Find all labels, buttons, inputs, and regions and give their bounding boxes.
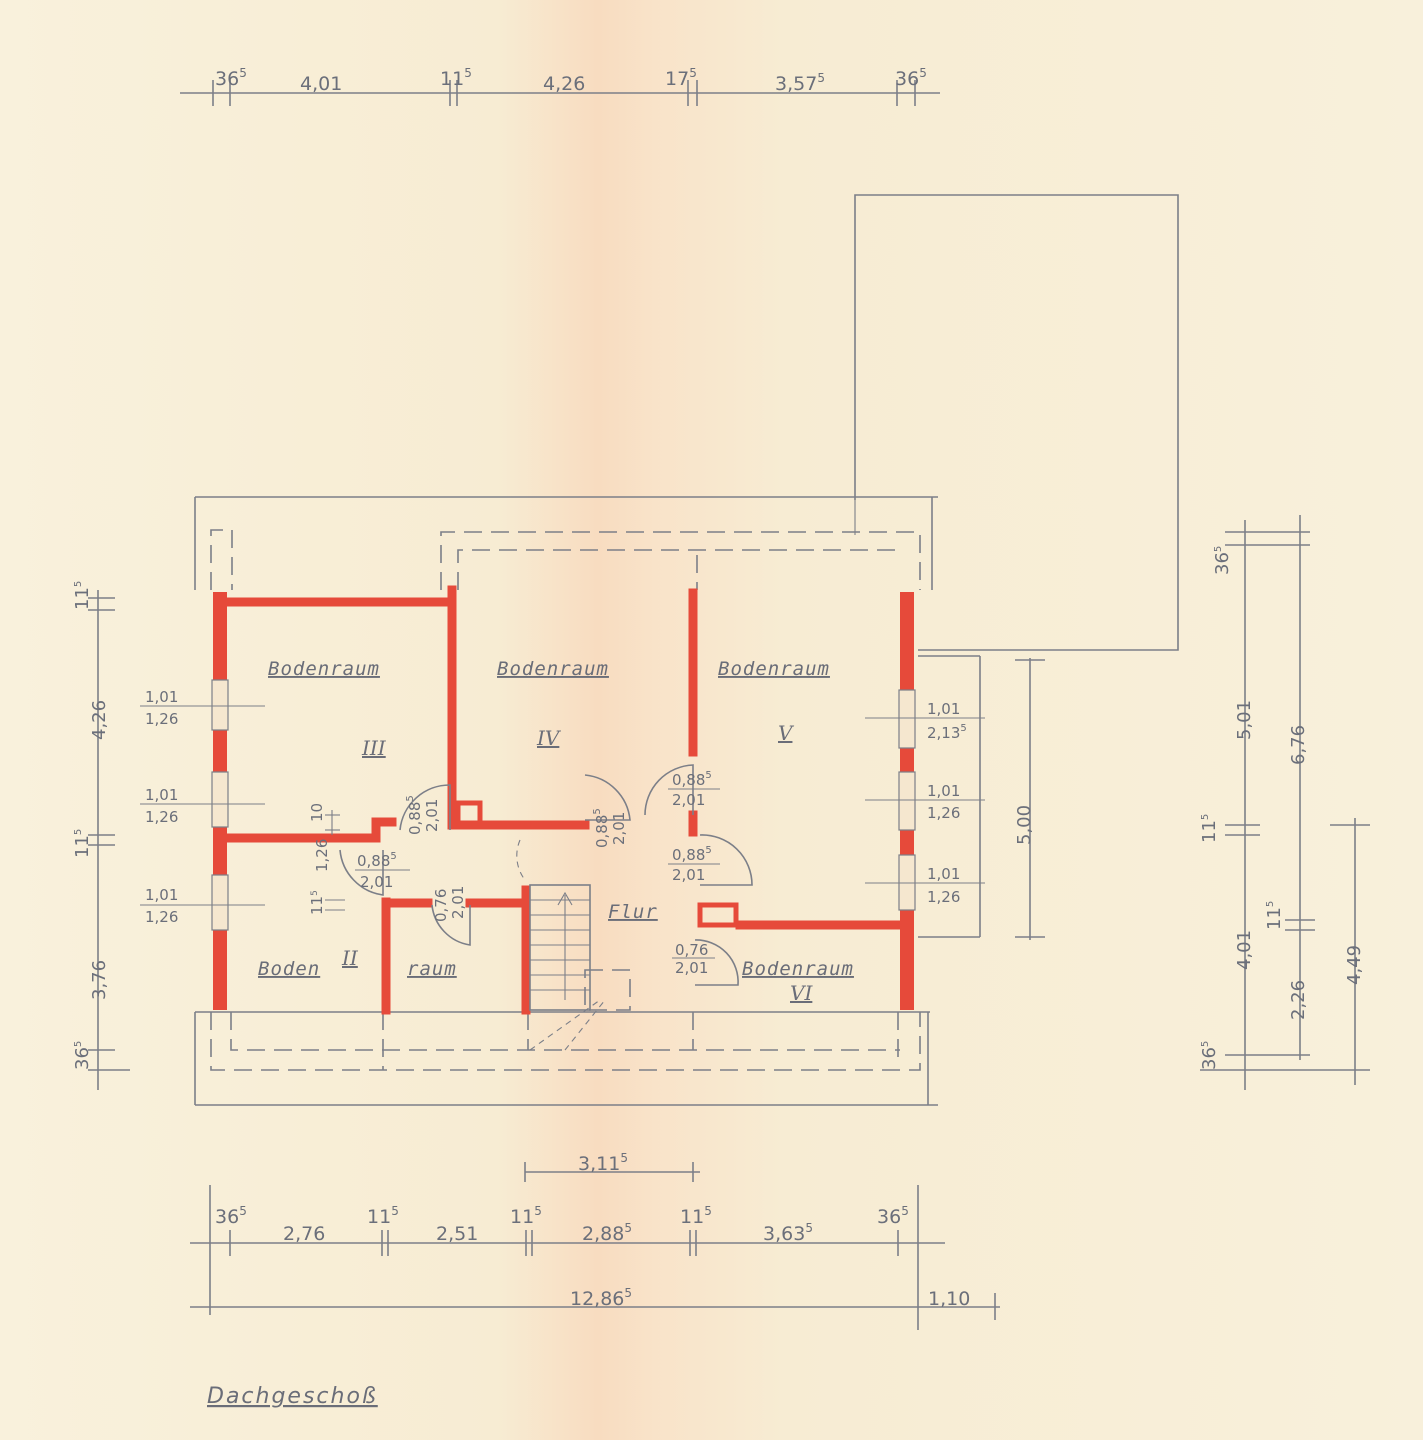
room-number-iii: III — [361, 736, 387, 760]
window-3-height: 1,26 — [145, 908, 178, 926]
bottom-dim-4: 2,51 — [436, 1223, 478, 1245]
bottom-dim-stair: 3,115 — [578, 1151, 628, 1175]
svg-text:2,01: 2,01 — [423, 799, 441, 832]
right-dimension-chains: 5,00 365 5,01 6,76 115 4,01 115 2,26 4,4… — [1014, 515, 1370, 1090]
svg-text:2,01: 2,01 — [449, 886, 467, 919]
right-dim-e: 4,01 — [1234, 930, 1255, 970]
room-label-flur: Flur — [608, 901, 658, 923]
door-6-dims: 0,76 2,01 — [432, 886, 467, 922]
right-dim-c: 6,76 — [1288, 725, 1309, 765]
room-label-ii-a: Boden — [258, 958, 320, 980]
bottom-dim-8: 3,635 — [763, 1221, 813, 1245]
window-1-width: 1,01 — [145, 688, 178, 706]
svg-text:2,01: 2,01 — [610, 812, 628, 845]
room-number-v: V — [778, 721, 795, 745]
misc-dim-126: 1,26 — [313, 839, 331, 872]
window-5-width: 1,01 — [927, 782, 960, 800]
bottom-dim-7: 115 — [680, 1204, 712, 1228]
bottom-dim-total: 12,865 — [570, 1286, 632, 1310]
window-5-height: 1,26 — [927, 804, 960, 822]
room-label-ii-b: raum — [407, 958, 457, 980]
left-dim-a: 115 — [72, 581, 93, 610]
room-number-iv: IV — [536, 726, 562, 750]
door-3-dims: 0,885 2,01 — [592, 808, 628, 848]
left-dim-e: 365 — [72, 1041, 93, 1070]
room-number-ii: II — [341, 946, 359, 970]
top-dim-room-v: 3,575 — [775, 71, 825, 95]
room-label-iv: Bodenraum — [497, 658, 609, 680]
left-dimension-chain: 115 4,26 115 3,76 365 — [72, 581, 130, 1090]
right-dim-g: 2,26 — [1288, 980, 1309, 1020]
right-dim-side: 5,00 — [1014, 805, 1035, 845]
dashed-overhangs — [210, 529, 921, 1071]
svg-text:0,885: 0,885 — [405, 795, 424, 835]
adjacent-structure-outline — [854, 194, 1179, 651]
door-dimensions: 0,885 2,01 0,885 2,01 0,885 2,01 0,885 2… — [308, 770, 720, 977]
window-2-width: 1,01 — [145, 786, 178, 804]
right-dim-f: 115 — [1264, 901, 1285, 930]
room-label-v: Bodenraum — [718, 658, 830, 680]
room-labels: Bodenraum III Bodenraum IV Bodenraum V B… — [258, 658, 854, 1005]
left-dim-c: 115 — [72, 829, 93, 858]
window-1-height: 1,26 — [145, 710, 178, 728]
window-6-height: 1,26 — [927, 888, 960, 906]
room-label-iii: Bodenraum — [268, 658, 380, 680]
svg-text:10: 10 — [308, 803, 326, 822]
svg-text:115: 115 — [308, 890, 326, 915]
walls — [213, 585, 914, 1015]
door-4-height: 2,01 — [672, 791, 705, 809]
top-dim-room-iv: 4,26 — [543, 73, 585, 95]
room-label-vi: Bodenraum — [742, 958, 854, 980]
window-2-height: 1,26 — [145, 808, 178, 826]
top-dim-room-iii: 4,01 — [300, 73, 342, 95]
right-dim-a: 365 — [1212, 546, 1233, 575]
top-dim-wall-left: 365 — [215, 66, 247, 90]
bottom-dimension-chains: 3,115 365 2,76 115 2,51 115 2,885 115 3,… — [190, 1151, 1000, 1330]
door-5-height: 2,01 — [672, 866, 705, 884]
misc-dim-115: 115 — [308, 890, 326, 915]
window-dimensions: 1,01 1,26 1,01 1,26 1,01 1,26 1,01 2,135… — [140, 688, 985, 926]
window-6-width: 1,01 — [927, 865, 960, 883]
svg-text:0,885: 0,885 — [592, 808, 611, 848]
door-1-width: 0,885 — [357, 851, 397, 870]
svg-text:0,76: 0,76 — [432, 889, 450, 922]
bottom-dim-5: 115 — [510, 1204, 542, 1228]
right-dim-h: 4,49 — [1344, 945, 1365, 985]
top-dim-wall-2: 115 — [440, 66, 472, 90]
misc-dim-10: 10 — [308, 803, 326, 822]
bottom-dim-3: 115 — [367, 1204, 399, 1228]
left-dim-d: 3,76 — [89, 960, 110, 1000]
door-7-width: 0,76 — [675, 941, 708, 959]
bottom-dim-2: 2,76 — [283, 1223, 325, 1245]
door-2-dims: 0,885 2,01 — [405, 795, 441, 835]
door-4-width: 0,885 — [672, 770, 712, 789]
bottom-dim-1: 365 — [215, 1204, 247, 1228]
window-4-width: 1,01 — [927, 700, 960, 718]
right-dim-d: 115 — [1199, 814, 1220, 843]
room-number-vi: VI — [790, 981, 813, 1005]
door-5-width: 0,885 — [672, 845, 712, 864]
bottom-dim-6: 2,885 — [582, 1221, 632, 1245]
top-dim-wall-3: 175 — [665, 66, 697, 90]
door-7-height: 2,01 — [675, 959, 708, 977]
right-dim-b: 5,01 — [1234, 700, 1255, 740]
window-3-width: 1,01 — [145, 886, 178, 904]
top-dimension-chain: 365 4,01 115 4,26 175 3,575 365 — [180, 66, 940, 106]
bottom-dim-extra: 1,10 — [928, 1288, 970, 1310]
bottom-dim-9: 365 — [877, 1204, 909, 1228]
window-4-height: 2,135 — [927, 723, 967, 742]
roof-outline — [194, 496, 981, 1106]
left-dim-b: 4,26 — [89, 700, 110, 740]
svg-text:1,26: 1,26 — [313, 839, 331, 872]
top-dim-wall-right: 365 — [895, 66, 927, 90]
right-dim-i: 365 — [1199, 1041, 1220, 1070]
door-swings — [339, 764, 753, 986]
door-1-height: 2,01 — [360, 873, 393, 891]
stairs[interactable] — [529, 884, 631, 1051]
drawing-title: Dachgeschoß — [207, 1384, 378, 1409]
